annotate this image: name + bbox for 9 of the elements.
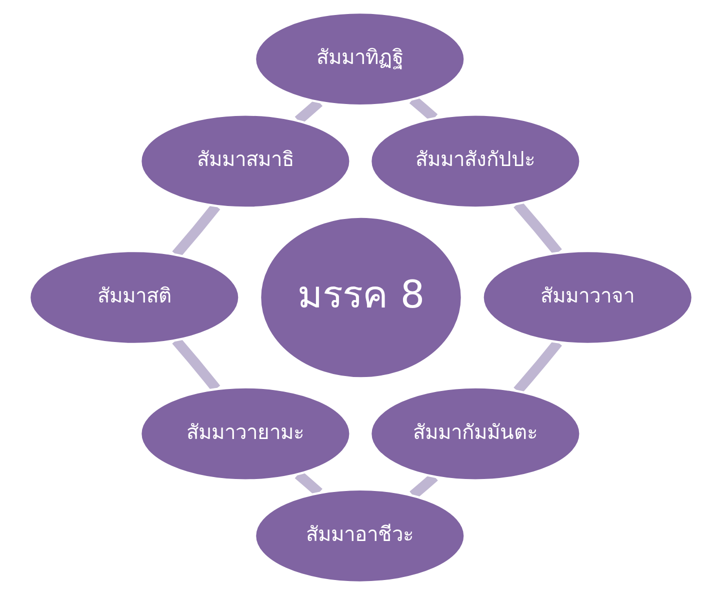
node-ellipse: สัมมาวาจา xyxy=(482,250,694,346)
node-ellipse: สัมมาสังกัปปะ xyxy=(369,114,582,209)
node-ellipse: สัมมาทิฏฐิ xyxy=(254,11,466,107)
node-ellipse: สัมมาสติ xyxy=(28,250,240,346)
node-ellipse: สัมมากัมมันตะ xyxy=(369,386,582,482)
node-ellipse: มรรค 8 xyxy=(258,216,464,380)
node-ellipse: สัมมาวายามะ xyxy=(139,386,352,482)
node-ellipse: สัมมาอาชีวะ xyxy=(254,488,466,584)
node-ellipse: สัมมาสมาธิ xyxy=(139,114,352,209)
